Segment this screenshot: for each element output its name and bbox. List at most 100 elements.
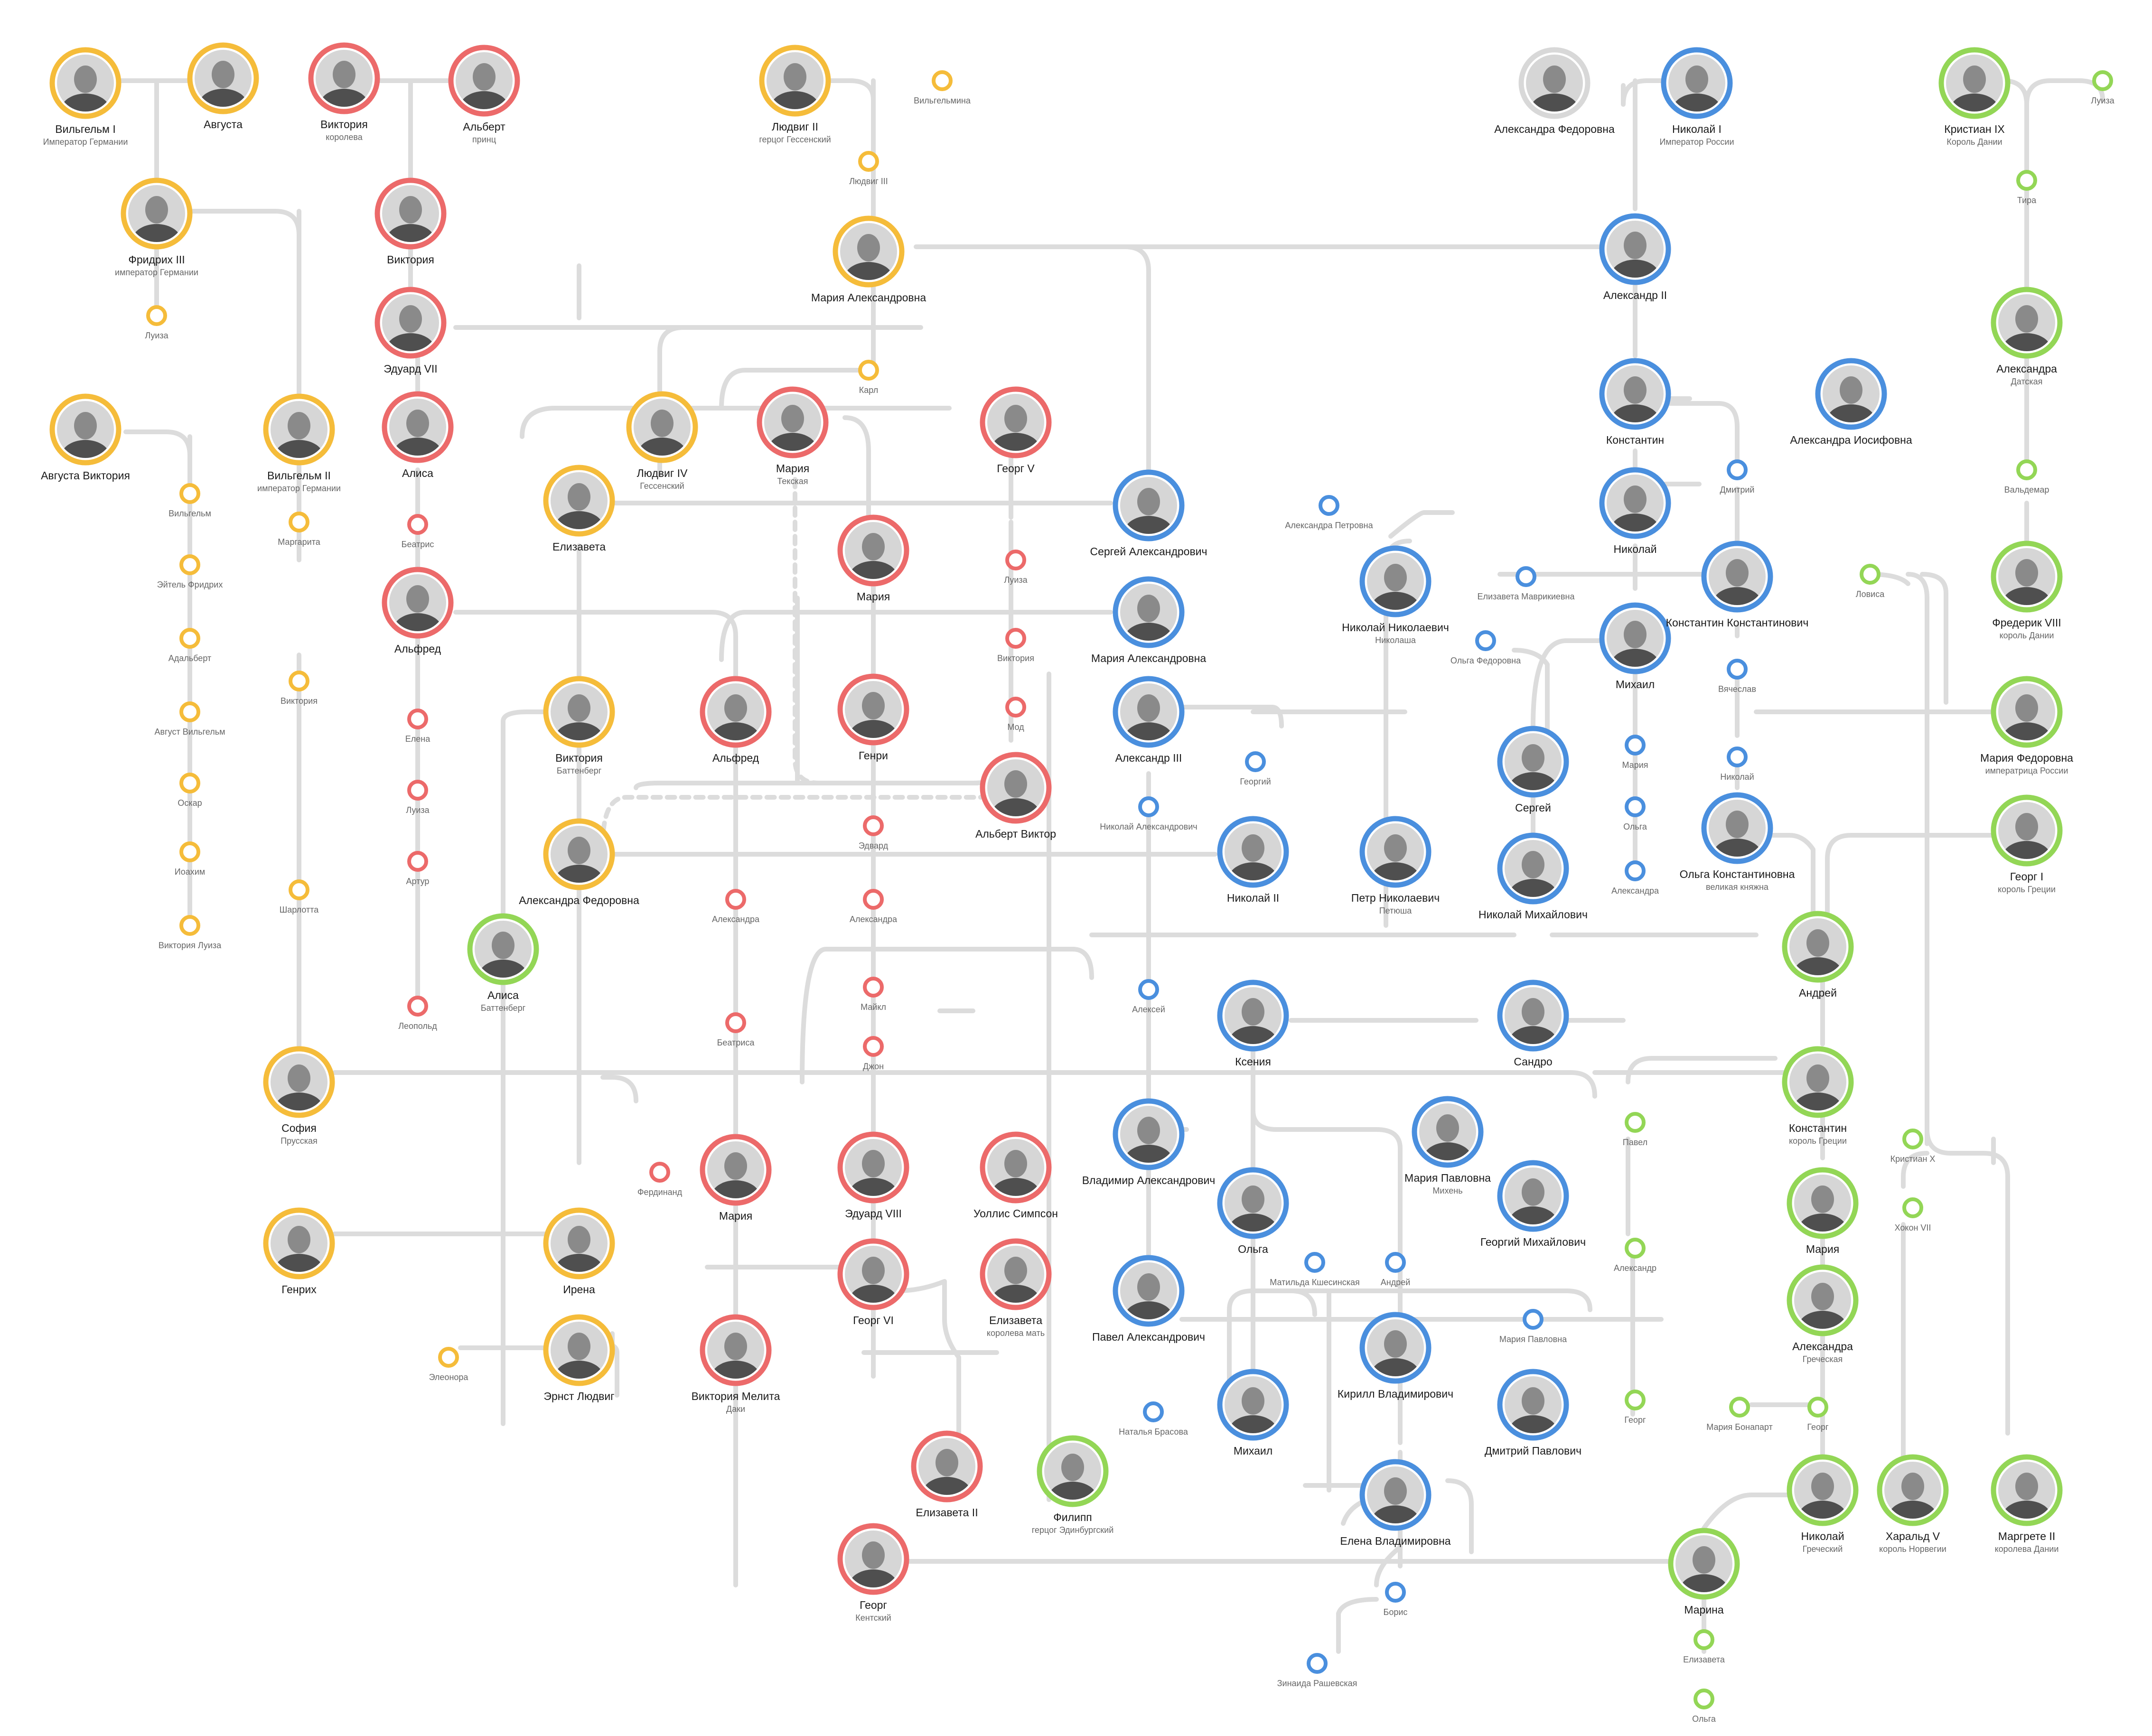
person-node-dmitri[interactable]: Дмитрий Павлович [1485,1369,1581,1457]
minor-node-m_maud[interactable]: Мод [1005,697,1026,732]
person-node-alex_fed1[interactable]: Александра Федоровна [1494,47,1615,135]
minor-node-m_john[interactable]: Джон [863,1036,884,1071]
minor-node-m_tira[interactable]: Тира [2016,170,2037,205]
person-node-aug_victoria[interactable]: Августа Виктория [41,393,130,482]
minor-node-m_natalia[interactable]: Наталья Брасова [1119,1401,1188,1437]
minor-node-m_artur[interactable]: Артур [406,851,430,886]
person-node-edward8[interactable]: Эдуард VIII [837,1131,909,1220]
person-node-georg_mikh[interactable]: Георгий Михайлович [1480,1160,1586,1248]
person-node-sandro[interactable]: Сандро [1497,980,1569,1068]
person-node-augusta[interactable]: Августа [187,42,259,131]
minor-node-m_margarita[interactable]: Маргарита [278,512,321,547]
minor-node-m_eleonora[interactable]: Элеонора [429,1347,469,1382]
person-node-sergei[interactable]: Сергей [1497,726,1569,814]
minor-node-m_vyacheslav[interactable]: Вячеслав [1718,659,1756,694]
person-node-maria_alex2[interactable]: Мария Александровна [1091,576,1206,664]
minor-node-m_eitel[interactable]: Эйтель Фридрих [157,554,223,589]
person-node-alex_ios[interactable]: Александра Иосифовна [1790,358,1912,446]
minor-node-m_georg_g2[interactable]: Георг [1807,1397,1829,1432]
minor-node-m_olga_g[interactable]: Ольга [1692,1689,1716,1724]
minor-node-karl[interactable]: Карл [858,360,879,395]
minor-node-m_aleksei[interactable]: Алексей [1132,979,1165,1014]
minor-node-m_vicluiza[interactable]: Виктория Луиза [159,915,222,950]
minor-node-luiza1[interactable]: Луиза [145,305,169,340]
minor-node-m_luiza2[interactable]: Луиза [406,780,430,815]
minor-node-m_ferdinand[interactable]: Фердинанд [637,1162,683,1197]
person-node-henry[interactable]: Генри [837,673,909,762]
minor-node-m_nikolai_b[interactable]: Николай [1720,747,1754,782]
minor-node-m_maria_b[interactable]: Мария [1622,735,1648,770]
minor-node-m_beatris[interactable]: Беатрис [402,514,434,549]
person-node-edward7[interactable]: Эдуард VII [374,287,447,375]
person-node-ksenia[interactable]: Ксения [1217,980,1289,1068]
person-node-mikhail1[interactable]: Михаил [1599,602,1671,691]
minor-node-m_leopold[interactable]: Леопольд [398,996,437,1031]
minor-node-m_wilhelm[interactable]: Вильгельм [168,483,211,518]
person-node-andrei[interactable]: Андрей [1782,911,1854,999]
minor-node-m_elena[interactable]: Елена [405,709,430,744]
person-node-konst_konst[interactable]: Константин Константинович [1666,541,1809,629]
minor-node-m_haakon[interactable]: Хокон VII [1895,1197,1931,1232]
minor-node-m_olga_b[interactable]: Ольга [1623,796,1647,831]
person-node-pavel_a[interactable]: Павел Александрович [1092,1255,1205,1343]
minor-node-m_elizaveta_g[interactable]: Елизавета [1683,1629,1725,1664]
person-node-elena_vlad[interactable]: Елена Владимировна [1340,1459,1451,1547]
person-node-alfred2[interactable]: Альфред [700,676,772,764]
minor-node-m_georg_g1[interactable]: Георг [1624,1390,1646,1425]
minor-node-m_joachim[interactable]: Иоахим [175,841,205,877]
person-node-georg6[interactable]: Георг VI [837,1238,909,1326]
person-node-elizaveta[interactable]: Елизавета [543,465,615,553]
minor-node-m_alexandra_r[interactable]: Александра [712,889,760,924]
person-node-albert_victor[interactable]: Альберт Виктор [975,752,1056,840]
person-node-maria_alex1[interactable]: Мария Александровна [811,215,926,304]
person-node-maria_rom[interactable]: Мария [700,1134,772,1222]
person-node-georg5[interactable]: Георг V [980,386,1052,475]
minor-node-m_nik_alex[interactable]: Николай Александрович [1100,796,1198,831]
minor-node-m_andrei[interactable]: Андрей [1381,1252,1411,1287]
minor-node-m_christian10[interactable]: Кристиан X [1890,1129,1936,1164]
person-node-alex3[interactable]: Александр III [1113,676,1185,764]
minor-node-m_luiza_g[interactable]: Луиза [2091,70,2115,105]
minor-node-m_matilda[interactable]: Матильда Кшесинская [1270,1252,1360,1287]
person-node-konstantin[interactable]: Константин [1599,358,1671,446]
minor-node-m_sharlotta[interactable]: Шарлотта [280,879,319,915]
person-node-kirill[interactable]: Кирилл Владимирович [1338,1312,1453,1400]
minor-node-m_luiza3[interactable]: Луиза [1004,550,1028,585]
person-node-alfred1[interactable]: Альфред [382,567,454,655]
minor-node-m_victoria3[interactable]: Виктория [997,628,1034,663]
minor-node-m_alex_petr[interactable]: Александра Петровна [1285,495,1374,530]
minor-node-m_michael[interactable]: Майкл [861,977,886,1012]
person-node-irena[interactable]: Ирена [543,1207,615,1296]
person-node-elizabeth2[interactable]: Елизавета II [911,1430,983,1519]
person-node-ernst[interactable]: Эрнст Людвиг [543,1314,615,1402]
person-node-heinrich[interactable]: Генрих [263,1207,335,1296]
person-node-mikhail2[interactable]: Михаил [1217,1369,1289,1457]
minor-node-m_maria_bon[interactable]: Мария Бонапарт [1706,1397,1773,1432]
minor-node-m_oskar[interactable]: Оскар [178,773,202,808]
